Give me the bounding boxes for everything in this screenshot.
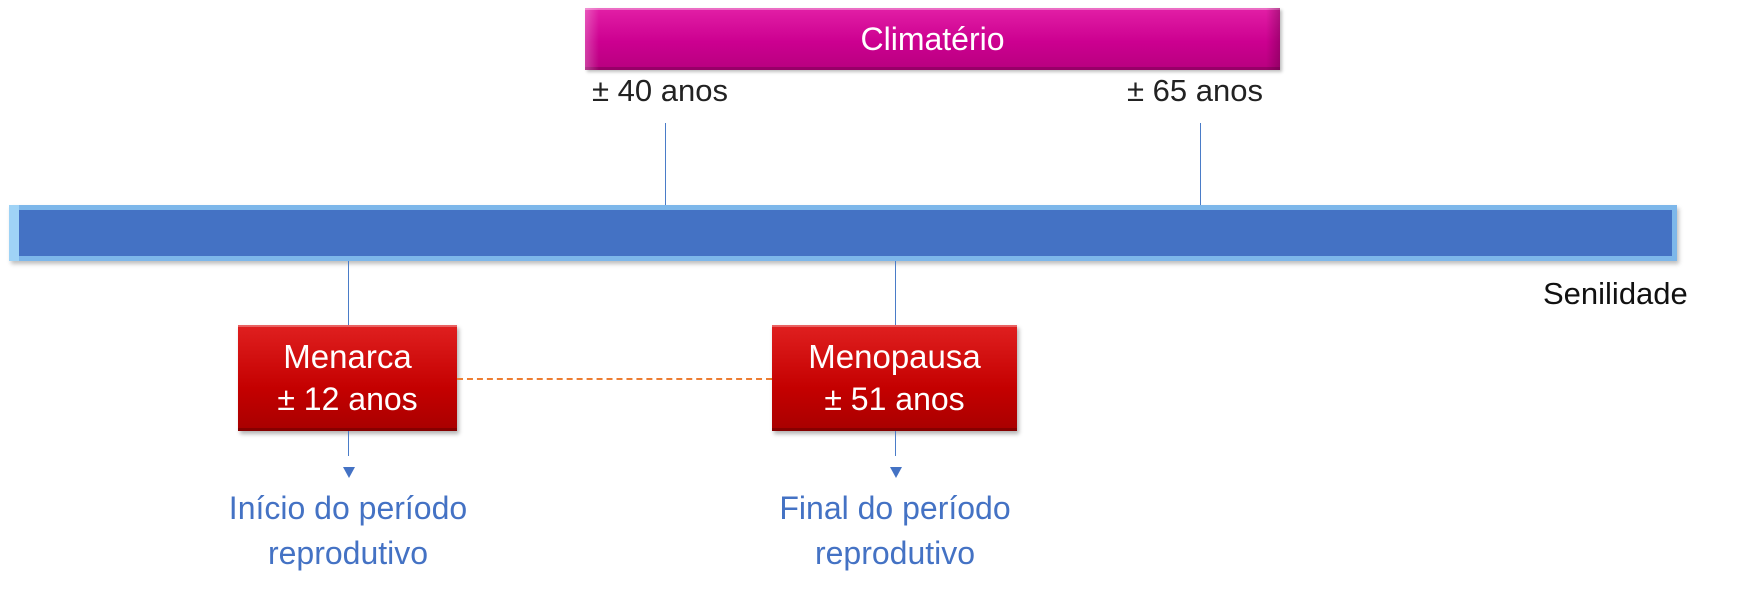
menopausa-arrow-line [895,431,896,456]
menopausa-box: Menopausa ± 51 anos [772,325,1017,431]
menopausa-outcome: Final do período reprodutivo [745,486,1045,576]
climaterio-end-age: ± 65 anos [1127,73,1263,108]
menopausa-tick [895,261,896,325]
climaterio-start-age: ± 40 anos [592,73,728,108]
climaterio-banner: Climatério [585,8,1280,70]
senilidade-label: Senilidade [1543,276,1688,311]
climaterio-end-tick [1200,123,1201,205]
menarca-outcome-line2: reprodutivo [267,535,429,571]
climaterio-start-tick [665,123,666,205]
menopausa-outcome-line1: Final do período [779,490,1011,526]
dashed-connector [457,378,772,380]
timeline-bar [9,205,1677,261]
menarca-box: Menarca ± 12 anos [238,325,457,431]
menarca-title: Menarca [283,338,412,375]
menopausa-outcome-line2: reprodutivo [814,535,976,571]
menopausa-arrow-head [890,467,902,478]
menopausa-age: ± 51 anos [824,381,965,417]
menarca-outcome-line1: Início do período [228,490,468,526]
menarca-outcome: Início do período reprodutivo [198,486,498,576]
climaterio-label: Climatério [860,20,1005,57]
menarca-age: ± 12 anos [277,381,418,417]
menopausa-title: Menopausa [808,338,981,375]
menarca-tick [348,261,349,325]
menarca-arrow-line [348,431,349,456]
menarca-arrow-head [343,467,355,478]
